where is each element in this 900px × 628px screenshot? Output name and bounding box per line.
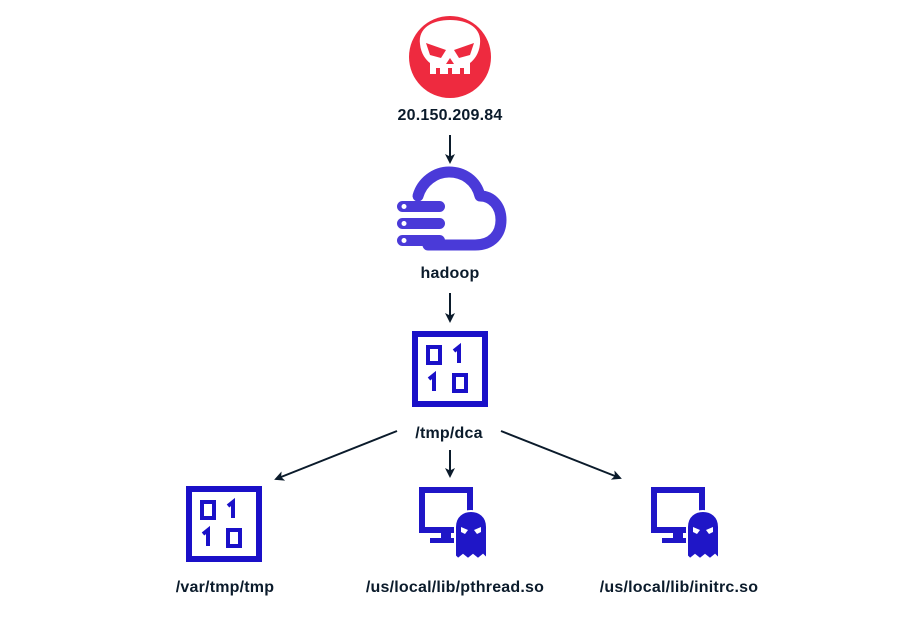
binary-file-icon bbox=[412, 331, 488, 407]
dca-file-label: /tmp/dca bbox=[415, 425, 483, 442]
binary-file-icon bbox=[186, 486, 262, 562]
cloud-server-icon bbox=[397, 166, 507, 251]
initrc-file-label: /us/local/lib/initrc.so bbox=[599, 579, 759, 596]
var-tmp-file-label: /var/tmp/tmp bbox=[175, 579, 275, 596]
pthread-file-label: /us/local/lib/pthread.so bbox=[365, 579, 545, 596]
arrow-dca-to-initrc bbox=[500, 430, 622, 480]
malware-host-icon bbox=[651, 487, 720, 562]
attacker-ip-label: 20.150.209.84 bbox=[397, 107, 503, 124]
malware-host-icon bbox=[419, 487, 488, 562]
hadoop-label: hadoop bbox=[420, 265, 480, 282]
attacker-skull-icon bbox=[409, 16, 491, 98]
arrow-dca-to-var-tmp bbox=[274, 430, 398, 481]
